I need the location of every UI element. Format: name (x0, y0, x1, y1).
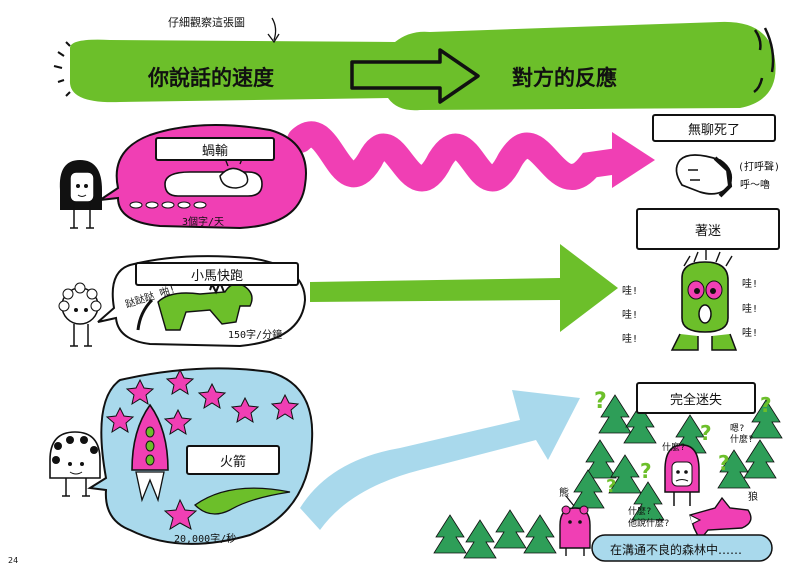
wow-text: 哇! (622, 286, 639, 297)
header-green-banner (69, 21, 776, 111)
snail-arrow-head (612, 132, 655, 188)
snore-sound: 呼～嚕 (740, 180, 770, 191)
wow-text: 哇! (622, 310, 639, 321)
svg-text:?: ? (718, 451, 730, 475)
header-arrow (350, 48, 480, 104)
curly-kid-speaker-icon (58, 282, 102, 347)
snore-note: (打呼聲) (738, 162, 781, 173)
spotted-kid-speaker-icon (49, 431, 101, 497)
forest-trees (433, 394, 783, 559)
page-number: 24 (8, 556, 19, 565)
bored-reaction-label: 無聊死了 (652, 114, 776, 142)
svg-text:?: ? (606, 476, 616, 497)
horse-speed-label: 小馬快跑 (135, 262, 299, 286)
wolf-icon (689, 496, 752, 542)
snail-speed-label: 蝸輸 (155, 137, 275, 161)
wow-text: 哇! (742, 304, 759, 315)
wow-text: 哇! (742, 279, 759, 290)
girl-speaker-icon (59, 160, 102, 229)
lost-reaction-label: 完全迷失 (636, 382, 756, 414)
instruction-pointer (271, 17, 277, 41)
wolf-label: 狼 (748, 492, 758, 503)
rocket-rate-label: 20,000字/秒 (174, 534, 237, 545)
question-mark-icons: ? ? ? ? ? ? (594, 389, 772, 497)
wow-text: 哇! (622, 334, 639, 345)
svg-text:?: ? (700, 421, 712, 445)
sparkle-right (753, 27, 775, 94)
question-text: 什麼? (662, 443, 686, 453)
snail-rate-label: 3個字/天 (182, 217, 225, 228)
amazed-creature-icon (670, 250, 738, 351)
bear-pointer (565, 495, 575, 507)
snail-wavy-arrow (287, 121, 638, 192)
horse-rate-label: 150字/分鐘 (228, 330, 283, 341)
svg-text:?: ? (640, 459, 652, 483)
snail-icon (129, 153, 263, 209)
bear-icon (559, 505, 591, 556)
question-text: 嗯? 什麼? (730, 424, 754, 445)
rocket-speed-label: 火箭 (186, 445, 280, 475)
listener-reaction-label: 對方的反應 (512, 66, 617, 90)
horse-straight-arrow (310, 244, 618, 332)
sparkle-left (53, 41, 71, 97)
wow-text: 哇! (742, 328, 759, 339)
comet-trail (193, 487, 291, 515)
speaker-speed-label: 你說話的速度 (148, 66, 274, 90)
rocket-icon (131, 403, 169, 503)
fascinated-reaction-label: 著迷 (636, 208, 780, 250)
svg-text:?: ? (760, 393, 772, 417)
svg-text:?: ? (594, 389, 607, 414)
sleeping-face-icon (675, 154, 733, 198)
star-icons (105, 368, 300, 531)
forest-caption-pill (591, 534, 773, 562)
instruction-text: 仔細觀察這張圖 (168, 16, 245, 29)
bear-label: 熊 (559, 488, 569, 499)
forest-caption: 在溝通不良的森林中…… (610, 543, 743, 557)
lost-creature-icon (664, 444, 700, 506)
rocket-straight-arrow (300, 390, 580, 530)
question-text: 什麼? 他說什麼? (628, 507, 670, 529)
